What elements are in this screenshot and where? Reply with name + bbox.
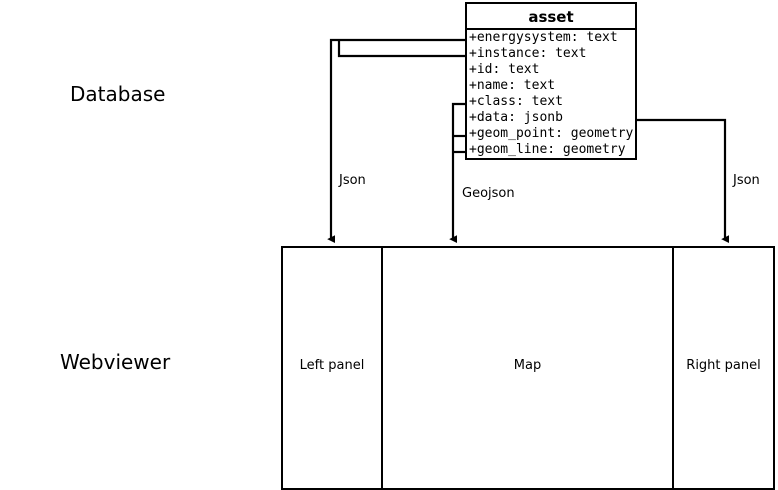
asset-attribute-list: +energysystem: text +instance: text +id:… [467, 30, 635, 158]
edge-label-json-right: Json [733, 173, 760, 188]
layer-label-database: Database [70, 82, 166, 106]
asset-table-box: asset +energysystem: text +instance: tex… [465, 2, 637, 160]
layer-label-webviewer: Webviewer [60, 350, 171, 374]
attribute-row-geom-line: +geom_line: geometry [469, 142, 626, 157]
connector-middle-geojson [449, 102, 465, 244]
attribute-row-name: +name: text [469, 78, 556, 93]
webviewer-box: Left panel Map Right panel [281, 246, 775, 490]
attribute-row-id: +id: text [469, 62, 540, 77]
panel-right: Right panel [674, 248, 773, 488]
edge-label-geojson: Geojson [462, 186, 515, 201]
connector-left-json [327, 38, 465, 244]
attribute-row-instance: +instance: text [469, 46, 587, 61]
edge-label-json-left: Json [339, 173, 366, 188]
panel-map: Map [383, 248, 674, 488]
panel-left-label: Left panel [299, 357, 365, 373]
attribute-row-energysystem: +energysystem: text [469, 30, 618, 45]
asset-table-title: asset [467, 4, 635, 30]
attribute-row-class: +class: text [469, 94, 563, 109]
attribute-row-geom-point: +geom_point: geometry [469, 126, 634, 141]
panel-right-label: Right panel [686, 357, 761, 373]
panel-map-label: Map [513, 357, 542, 373]
panel-left: Left panel [283, 248, 383, 488]
attribute-row-data: +data: jsonb [469, 110, 563, 125]
connector-right-json [637, 118, 730, 244]
